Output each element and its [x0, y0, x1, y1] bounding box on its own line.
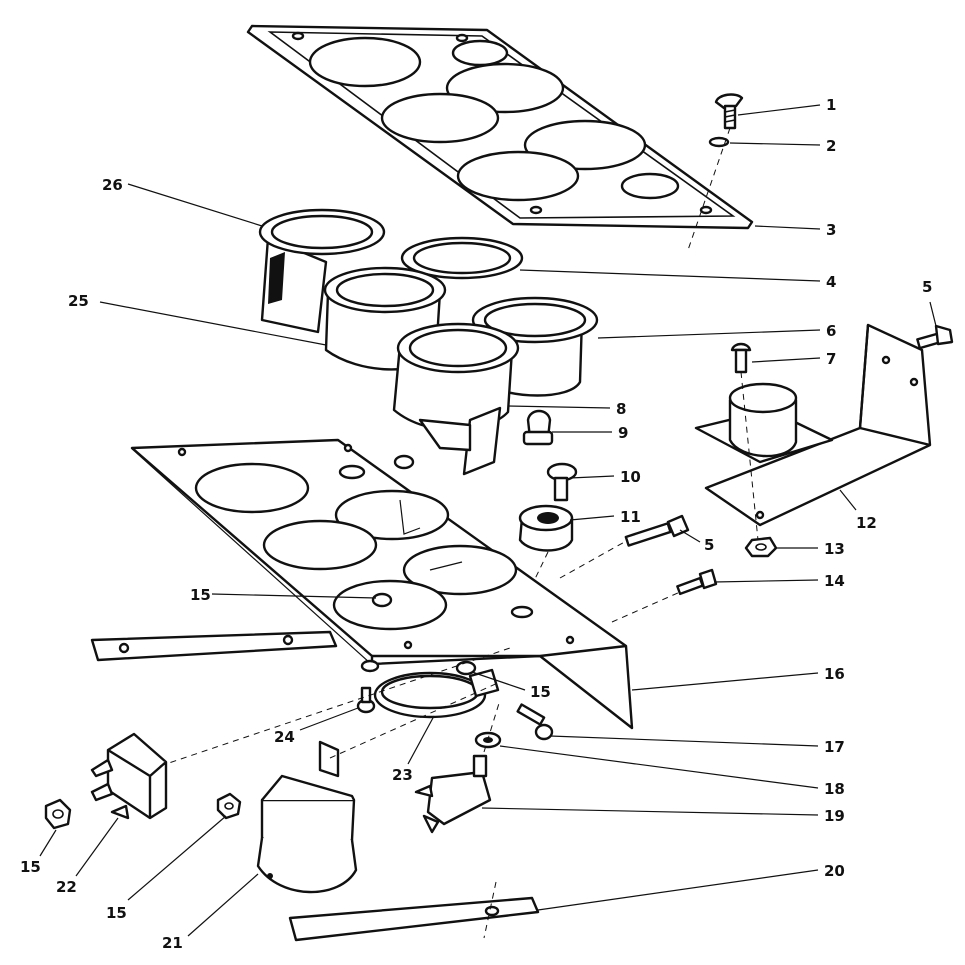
callout-20: 20 — [824, 862, 845, 880]
callout-15-panel: 15 — [190, 586, 211, 604]
hex-nut-15-left — [44, 798, 72, 830]
callout-18: 18 — [824, 780, 845, 798]
micro-switch-19 — [414, 754, 492, 834]
relay-21 — [256, 740, 358, 894]
gauge-cluster — [258, 208, 599, 476]
callout-17: 17 — [824, 738, 845, 756]
control-knob — [546, 462, 578, 502]
top-bezel-plate — [246, 24, 754, 230]
lock-washer — [708, 136, 730, 148]
strap-plate — [90, 630, 338, 662]
callout-9: 9 — [618, 424, 628, 442]
bracket-bolt-5 — [916, 324, 954, 350]
indicator-bulb — [522, 409, 554, 446]
callout-11: 11 — [620, 508, 641, 526]
callout-15-left: 15 — [20, 858, 41, 876]
callout-7: 7 — [826, 350, 836, 368]
mounting-bushing — [518, 504, 574, 552]
callout-4: 4 — [826, 273, 836, 291]
spacer-washer — [360, 659, 380, 673]
callout-22: 22 — [56, 878, 77, 896]
callout-13: 13 — [824, 540, 845, 558]
callout-5-bracket: 5 — [922, 278, 932, 296]
callout-10: 10 — [620, 468, 641, 486]
callout-14: 14 — [824, 572, 845, 590]
bracket-screw-7 — [730, 342, 752, 374]
callout-12: 12 — [856, 514, 877, 532]
callout-2: 2 — [826, 137, 836, 155]
callout-21: 21 — [162, 934, 183, 952]
screw-24 — [356, 686, 376, 714]
callout-6: 6 — [826, 322, 836, 340]
rectifier-block — [90, 732, 168, 820]
bolt-5 — [624, 514, 690, 547]
callout-8: 8 — [616, 400, 626, 418]
callout-labels: 1 2 3 4 5 6 7 8 9 10 11 5 12 13 14 15 15… — [20, 96, 932, 952]
bracket-nut-13 — [744, 536, 778, 558]
callout-25: 25 — [68, 292, 89, 310]
top-screw — [714, 93, 744, 130]
bolt-14 — [676, 568, 718, 596]
panel-nut — [393, 454, 415, 470]
nut-15-upper — [455, 660, 477, 676]
panel-nut-2 — [371, 592, 393, 608]
callout-15-clamp: 15 — [530, 683, 551, 701]
callout-3: 3 — [826, 221, 836, 239]
leader-lines — [39, 104, 937, 937]
bottom-strap-20 — [288, 896, 540, 942]
callout-15-relay: 15 — [106, 904, 127, 922]
callout-19: 19 — [824, 807, 845, 825]
ring-clamp-23 — [373, 668, 500, 719]
mounting-bracket — [694, 323, 932, 527]
callout-16: 16 — [824, 665, 845, 683]
callout-23: 23 — [392, 766, 413, 784]
callout-26: 26 — [102, 176, 123, 194]
callout-5-panel: 5 — [704, 536, 714, 554]
bolt-17 — [516, 703, 554, 741]
callout-24: 24 — [274, 728, 295, 746]
main-panel — [130, 438, 634, 730]
hex-nut-15-mid — [216, 792, 242, 820]
callout-1: 1 — [826, 96, 836, 114]
